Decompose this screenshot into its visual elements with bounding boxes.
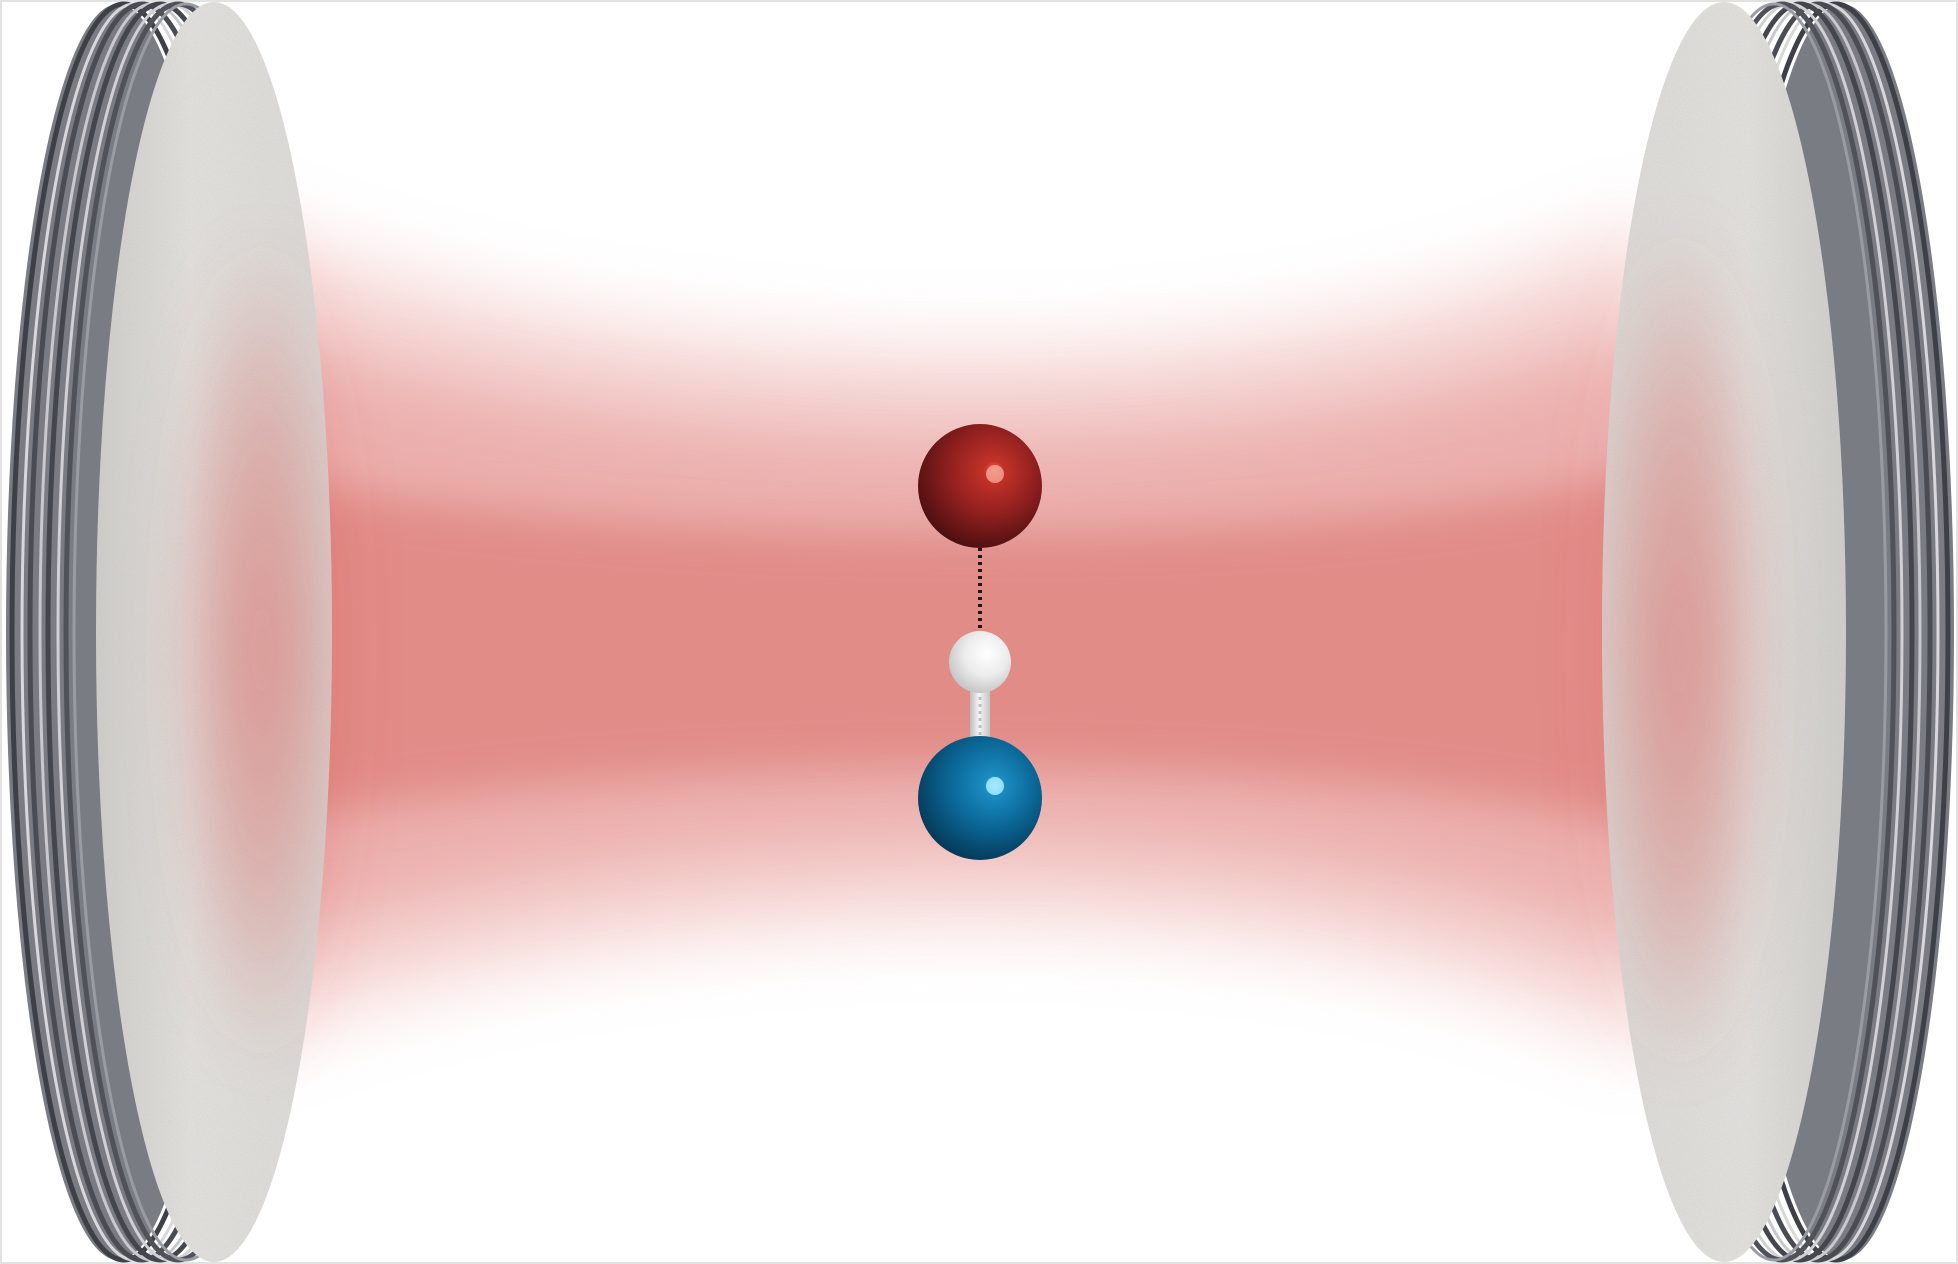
left-mirror-spot xyxy=(172,230,352,1070)
right-mirror xyxy=(1590,1,1954,1263)
molecule xyxy=(918,424,1042,860)
covalent-bond xyxy=(970,680,990,750)
cavity-beam xyxy=(230,215,1650,1055)
right-mirror-spot xyxy=(1590,220,1770,1080)
atom-top xyxy=(918,424,1042,548)
left-mirror xyxy=(6,1,352,1263)
atom-bottom xyxy=(918,736,1042,860)
atom-middle xyxy=(949,631,1011,693)
